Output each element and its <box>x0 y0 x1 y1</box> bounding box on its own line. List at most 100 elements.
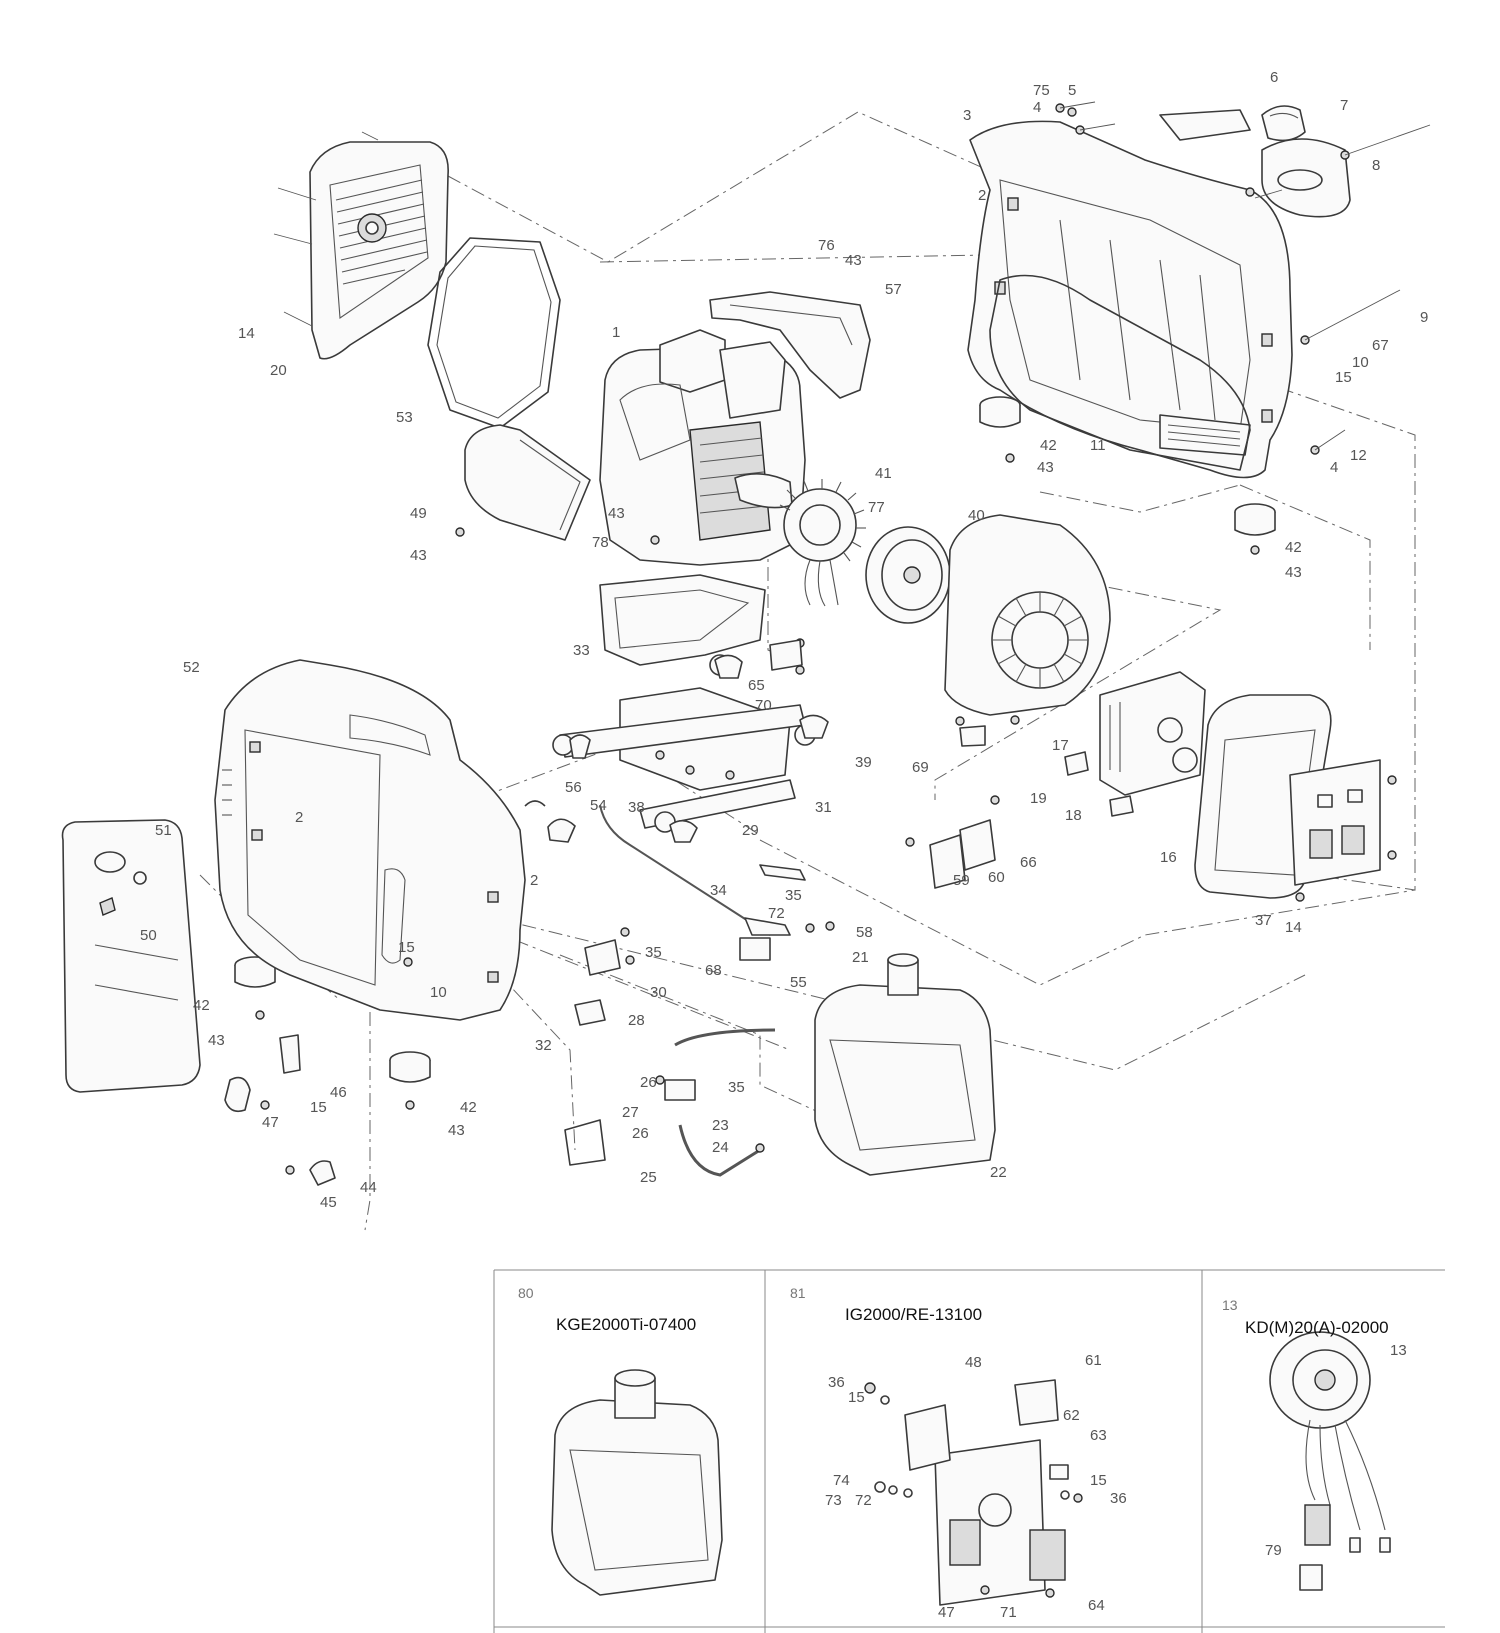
socket-panel-part <box>1289 759 1381 886</box>
part-number-labels: 75 5 6 7 3 4 8 2 76 43 57 9 67 10 15 14 … <box>140 69 1428 1211</box>
inset-81-label-71: 71 <box>1000 1604 1017 1621</box>
part-number-2: 2 <box>530 872 538 889</box>
part-number-59: 59 <box>953 872 970 889</box>
part-number-60: 60 <box>988 869 1005 886</box>
part-number-7: 7 <box>1340 97 1348 114</box>
part-number-24: 24 <box>712 1139 729 1156</box>
inset-81-label-36: 36 <box>1110 1490 1127 1507</box>
part-number-15: 15 <box>398 939 415 956</box>
inset-index-81: 81 <box>790 1285 806 1301</box>
part-number-15: 15 <box>1335 369 1352 386</box>
part-number-69: 69 <box>912 759 929 776</box>
part-number-17: 17 <box>1052 737 1069 754</box>
part-number-42: 42 <box>1285 539 1302 556</box>
part-number-44: 44 <box>360 1179 377 1196</box>
part-number-14: 14 <box>1285 919 1302 936</box>
top-cover-part <box>1159 105 1351 218</box>
inset-81-label-47: 47 <box>938 1604 955 1621</box>
fuel-hose-part <box>574 804 776 1177</box>
part-number-33: 33 <box>573 642 590 659</box>
inset-81-label-15: 15 <box>848 1389 865 1406</box>
inset-13-rotor-illustration <box>1269 1331 1391 1591</box>
tank-tray-part <box>599 574 766 666</box>
part-number-14: 14 <box>238 325 255 342</box>
part-number-78: 78 <box>592 534 609 551</box>
starter-housing-part <box>944 514 1111 716</box>
part-number-43: 43 <box>448 1122 465 1139</box>
part-number-65: 65 <box>748 677 765 694</box>
part-number-66: 66 <box>1020 854 1037 871</box>
part-number-4: 4 <box>1330 459 1338 476</box>
part-number-16: 16 <box>1160 849 1177 866</box>
flywheel-part <box>865 526 951 624</box>
part-number-35: 35 <box>645 944 662 961</box>
part-number-43: 43 <box>1285 564 1302 581</box>
part-number-42: 42 <box>193 997 210 1014</box>
part-number-38: 38 <box>628 799 645 816</box>
part-number-43: 43 <box>410 547 427 564</box>
part-number-43: 43 <box>208 1032 225 1049</box>
part-number-21: 21 <box>852 949 869 966</box>
part-number-70: 70 <box>755 697 772 714</box>
part-number-35: 35 <box>785 887 802 904</box>
part-number-46: 46 <box>330 1084 347 1101</box>
part-number-19: 19 <box>1030 790 1047 807</box>
inset-81-label-48: 48 <box>965 1354 982 1371</box>
inset-81-label-61: 61 <box>1085 1352 1102 1369</box>
fuel-tank-part <box>814 953 996 1176</box>
fastener-parts <box>224 101 1431 1186</box>
inset-80-tank-illustration <box>551 1369 723 1596</box>
part-number-5: 5 <box>1068 82 1076 99</box>
stator-part <box>779 479 866 607</box>
part-number-22: 22 <box>990 1164 1007 1181</box>
part-number-43: 43 <box>1037 459 1054 476</box>
part-number-9: 9 <box>1420 309 1428 326</box>
part-number-6: 6 <box>1270 69 1278 86</box>
part-number-31: 31 <box>815 799 832 816</box>
part-number-55: 55 <box>790 974 807 991</box>
part-number-53: 53 <box>396 409 413 426</box>
part-number-12: 12 <box>1350 447 1367 464</box>
part-number-56: 56 <box>565 779 582 796</box>
part-number-20: 20 <box>270 362 287 379</box>
part-number-49: 49 <box>410 505 427 522</box>
inset-13-label-13: 13 <box>1390 1342 1407 1359</box>
part-number-52: 52 <box>183 659 200 676</box>
part-number-2: 2 <box>978 187 986 204</box>
main-shell-part <box>214 659 526 1021</box>
part-number-29: 29 <box>742 822 759 839</box>
inset-frames <box>493 1269 1445 1633</box>
part-number-35: 35 <box>728 1079 745 1096</box>
part-number-26: 26 <box>632 1125 649 1142</box>
engine-part <box>599 329 806 566</box>
part-number-40: 40 <box>968 507 985 524</box>
inset-81-label-62: 62 <box>1063 1407 1080 1424</box>
rear-cover-grille-part <box>273 131 449 360</box>
part-number-10: 10 <box>1352 354 1369 371</box>
inverter-module-part <box>1099 671 1206 796</box>
part-number-77: 77 <box>868 499 885 516</box>
part-number-57: 57 <box>885 281 902 298</box>
part-number-58: 58 <box>856 924 873 941</box>
inset-81-panel-illustration <box>864 1379 1083 1606</box>
inset-81-label-15: 15 <box>1090 1472 1107 1489</box>
inset-part-labels: 36 15 48 61 62 63 74 73 72 15 36 47 71 6… <box>825 1342 1407 1621</box>
side-door-part <box>61 819 201 1093</box>
part-number-51: 51 <box>155 822 172 839</box>
part-number-30: 30 <box>650 984 667 1001</box>
part-number-15: 15 <box>310 1099 327 1116</box>
inset-labels: 80 KGE2000Ti-07400 81 IG2000/RE-13100 13… <box>518 1285 1389 1337</box>
part-number-27: 27 <box>622 1104 639 1121</box>
part-number-23: 23 <box>712 1117 729 1134</box>
part-number-26: 26 <box>640 1074 657 1091</box>
inset-index-13: 13 <box>1222 1297 1238 1313</box>
part-number-43: 43 <box>608 505 625 522</box>
part-number-72: 72 <box>768 905 785 922</box>
part-number-11: 11 <box>1090 437 1106 454</box>
part-number-1: 1 <box>612 324 620 341</box>
part-number-41: 41 <box>875 465 892 482</box>
part-number-68: 68 <box>705 962 722 979</box>
inset-title-13: KD(M)20(A)-02000 <box>1245 1318 1389 1337</box>
part-number-76: 76 <box>818 237 835 254</box>
